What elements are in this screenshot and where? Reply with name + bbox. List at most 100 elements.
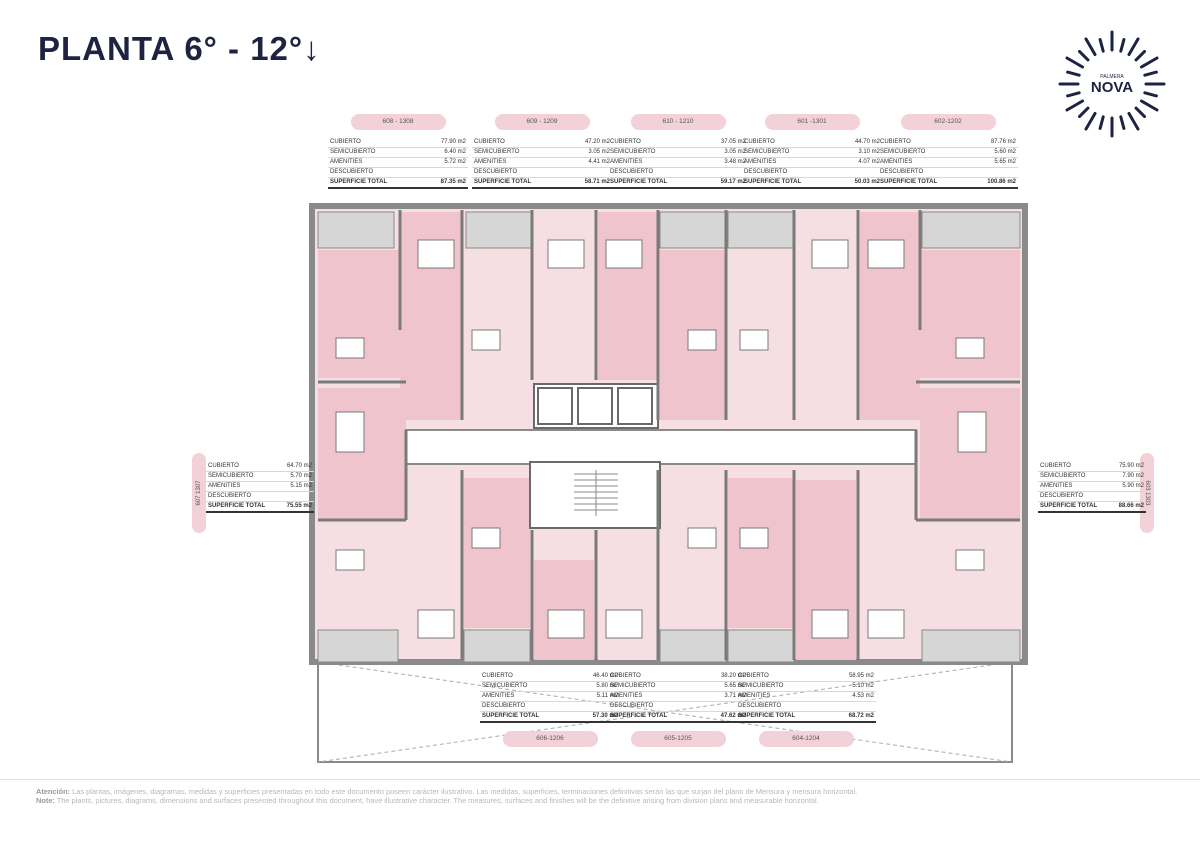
logo-ray <box>1065 56 1085 69</box>
row-label: AMENITIES <box>482 693 515 699</box>
row-value: 88.66 m2 <box>1118 503 1144 509</box>
table-row: DESCUBIERTO <box>1038 492 1146 502</box>
table-row: DESCUBIERTO <box>328 168 468 178</box>
row-value: 100.86 m2 <box>987 179 1016 185</box>
table-row: DESCUBIERTO <box>206 492 314 502</box>
row-label: AMENITIES <box>610 693 643 699</box>
row-label: DESCUBIERTO <box>738 703 782 709</box>
row-label: SEMICUBIERTO <box>330 149 376 155</box>
table-row: SEMICUBIERTO 5.70 m2 <box>206 472 314 482</box>
row-label: CUBIERTO <box>744 139 775 145</box>
balcony <box>659 211 727 249</box>
logo-ray <box>1119 115 1126 130</box>
row-value: 5.15 m2 <box>290 483 312 489</box>
disclaimer-note: Atención: Las plantas, imágenes, diagram… <box>36 787 1166 805</box>
note-text-es: Las plantas, imágenes, diagramas, medida… <box>72 787 858 796</box>
unit-603-bedroom <box>920 388 1020 520</box>
elevator-car <box>577 387 613 425</box>
row-label: SEMICUBIERTO <box>744 149 790 155</box>
row-label: SEMICUBIERTO <box>880 149 926 155</box>
balcony <box>317 629 399 663</box>
row-value: 5.70 m2 <box>290 473 312 479</box>
corridor <box>405 429 917 465</box>
row-value: 38.20 m2 <box>720 673 746 679</box>
unit-tab-label: 601 -1301 <box>764 114 860 130</box>
row-value: 5.11 m2 <box>596 693 618 699</box>
row-value: 68.72 m2 <box>848 713 874 719</box>
row-label: CUBIERTO <box>482 673 513 679</box>
table-row: DESCUBIERTO <box>480 702 620 712</box>
unit-tab-label: 609 - 1209 <box>494 114 590 130</box>
logo-ray <box>1098 115 1105 130</box>
note-text-en: The plants, pictures, diagrams, dimensio… <box>56 796 819 805</box>
unit-tab-left: 607 1307 <box>192 453 206 533</box>
row-label: SUPERFICIE TOTAL <box>610 179 668 185</box>
unit-610-bedroom <box>598 212 658 380</box>
row-value: 46.40 m2 <box>592 673 618 679</box>
row-value: 3.71 m2 <box>724 693 746 699</box>
row-label: SUPERFICIE TOTAL <box>880 179 938 185</box>
row-value: 50.03 m2 <box>854 179 880 185</box>
logo-ray <box>1065 99 1085 112</box>
logo-ray <box>1127 37 1140 57</box>
balcony <box>317 211 395 249</box>
logo-ray <box>1143 91 1158 98</box>
unit-tab-label: 605-1205 <box>630 731 726 747</box>
elevator-car <box>537 387 573 425</box>
row-value: 3.05 m2 <box>588 149 610 155</box>
unit-tab-label: 608 - 1308 <box>350 114 446 130</box>
table-row: CUBIERTO 46.40 m2 <box>480 672 620 682</box>
logo-ray <box>1077 49 1090 62</box>
unit-602-living <box>920 250 1020 378</box>
table-row: DESCUBIERTO <box>878 168 1018 178</box>
logo-ray <box>1119 38 1126 53</box>
row-label: CUBIERTO <box>474 139 505 145</box>
row-value: 5.80 m2 <box>596 683 618 689</box>
logo-ray <box>1139 99 1159 112</box>
unit-604-living <box>728 478 794 628</box>
row-label: SUPERFICIE TOTAL <box>482 713 540 719</box>
unit-tab-label: 606-1206 <box>502 731 598 747</box>
row-value: 77.90 m2 <box>440 139 466 145</box>
table-row: CUBIERTO 77.90 m2 <box>328 138 468 148</box>
logo-top-text: PALMERA <box>1100 74 1124 80</box>
row-label: DESCUBIERTO <box>474 169 518 175</box>
logo-ray <box>1066 91 1081 98</box>
row-label: SUPERFICIE TOTAL <box>610 713 668 719</box>
table-row: DESCUBIERTO <box>608 168 748 178</box>
row-label: SUPERFICIE TOTAL <box>474 179 532 185</box>
row-label: DESCUBIERTO <box>610 703 654 709</box>
row-label: SEMICUBIERTO <box>1040 473 1086 479</box>
table-row: SEMICUBIERTO 3.10 m2 <box>742 148 882 158</box>
row-label: CUBIERTO <box>330 139 361 145</box>
row-label: CUBIERTO <box>208 463 239 469</box>
row-label: SEMICUBIERTO <box>208 473 254 479</box>
row-value: 47.62 m2 <box>720 713 746 719</box>
row-value: 3.48 m2 <box>724 159 746 165</box>
row-label: CUBIERTO <box>738 673 769 679</box>
logo-ray <box>1084 37 1097 57</box>
sunburst-logo-icon: PALMERA NOVA <box>1058 30 1166 138</box>
row-value: 3.10 m2 <box>858 149 880 155</box>
unit-609-living <box>466 250 534 378</box>
row-label: DESCUBIERTO <box>330 169 374 175</box>
row-value: 5.90 m2 <box>1122 483 1144 489</box>
unit-tab-label: 602-1202 <box>900 114 996 130</box>
